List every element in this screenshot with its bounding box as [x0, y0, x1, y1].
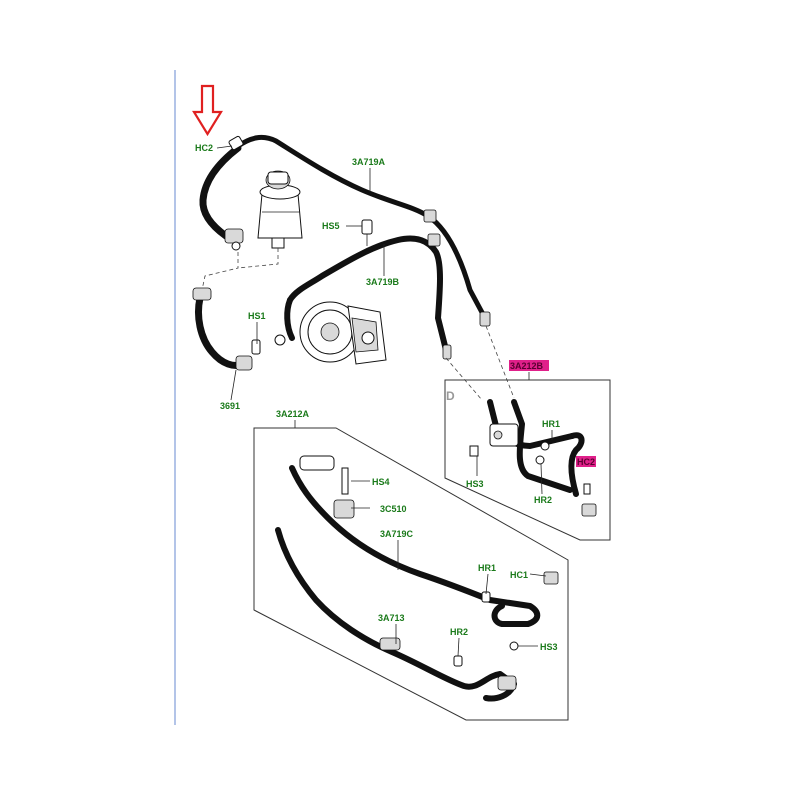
label-hr2-lower: HR2: [450, 627, 468, 637]
label-3a719c: 3A719C: [380, 529, 414, 539]
detail-box-3a212a: [253, 427, 569, 721]
upper-assembly: [192, 134, 491, 371]
label-hc2-right: HC2: [577, 457, 595, 467]
fluid-reservoir: [257, 170, 303, 249]
label-hs1: HS1: [248, 311, 266, 321]
label-hr1-right: HR1: [542, 419, 560, 429]
label-3a212b: 3A212B: [510, 361, 544, 371]
label-hs3-right: HS3: [466, 479, 484, 489]
label-view-d: D: [446, 389, 455, 403]
label-hs5: HS5: [322, 221, 340, 231]
label-3a719a: 3A719A: [352, 157, 386, 167]
highlight-hc2-right: [576, 456, 596, 467]
label-hr1-lower: HR1: [478, 563, 496, 573]
label-3a212a: 3A212A: [276, 409, 310, 419]
label-hc2-top: HC2: [195, 143, 213, 153]
label-hr2-right: HR2: [534, 495, 552, 505]
label-3691: 3691: [220, 401, 240, 411]
red-down-arrow-icon: [192, 84, 223, 137]
label-hc1: HC1: [510, 570, 528, 580]
steering-pump: [299, 301, 387, 365]
label-3a719b: 3A719B: [366, 277, 400, 287]
label-3a713: 3A713: [378, 613, 405, 623]
highlight-3a212b: [509, 360, 549, 371]
detail-box-3a212b: [444, 325, 611, 541]
label-hs4: HS4: [372, 477, 390, 487]
label-hs3-lower: HS3: [540, 642, 558, 652]
label-3c510: 3C510: [380, 504, 407, 514]
